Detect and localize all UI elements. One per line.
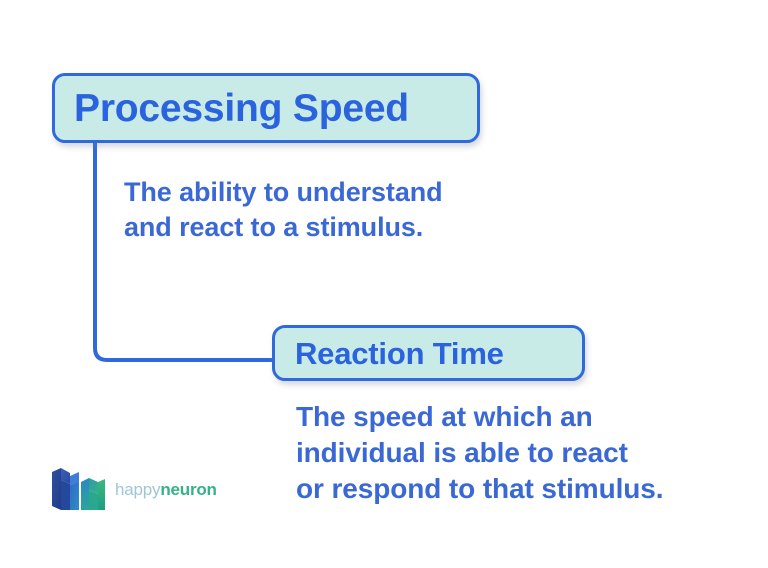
description-processing-speed: The ability to understand and react to a… [124, 177, 443, 242]
brand-wordmark-happy: happy [115, 479, 161, 499]
description-reaction-time: The speed at which an individual is able… [296, 401, 664, 504]
concept-box-processing-speed[interactable]: Processing Speed [52, 73, 480, 143]
concept-title-processing-speed: Processing Speed [74, 86, 409, 130]
brand-wordmark-neuron: neuron [160, 479, 217, 499]
happyneuron-hn-monogram-icon [52, 468, 105, 510]
concept-box-reaction-time[interactable]: Reaction Time [272, 325, 585, 381]
concept-title-reaction-time: Reaction Time [295, 335, 504, 371]
brand-logo: happyneuron [50, 466, 217, 512]
brand-wordmark: happyneuron [115, 481, 217, 498]
